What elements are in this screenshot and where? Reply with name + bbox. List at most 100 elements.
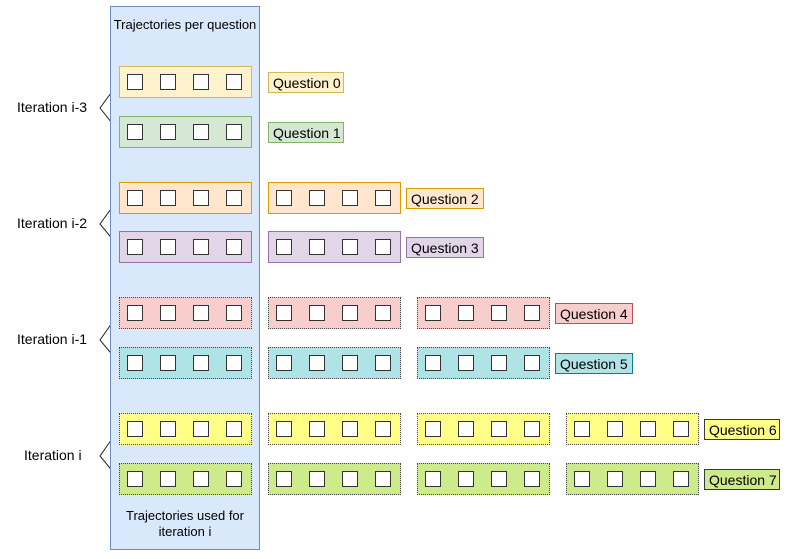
trajectory-group <box>417 413 550 445</box>
trajectory-box <box>276 305 292 321</box>
trajectory-box <box>226 471 242 487</box>
trajectory-box <box>375 355 391 371</box>
trajectory-group <box>119 463 252 495</box>
trajectory-box <box>193 124 209 140</box>
trajectory-box <box>193 190 209 206</box>
trajectory-box <box>193 421 209 437</box>
trajectory-group <box>268 463 401 495</box>
trajectory-box <box>226 239 242 255</box>
trajectory-box <box>127 305 143 321</box>
trajectory-box <box>160 190 176 206</box>
trajectory-group <box>268 182 401 214</box>
trajectory-box <box>193 305 209 321</box>
iteration-label: Iteration i <box>24 447 82 463</box>
trajectory-box <box>127 74 143 90</box>
trajectory-box <box>524 421 540 437</box>
trajectory-box <box>342 190 358 206</box>
trajectory-box <box>309 190 325 206</box>
trajectory-box <box>574 471 590 487</box>
trajectory-box <box>276 190 292 206</box>
trajectory-group <box>119 347 252 379</box>
trajectory-box <box>491 305 507 321</box>
trajectory-box <box>226 355 242 371</box>
panel-footer-line1: Trajectories used for <box>125 508 244 523</box>
trajectory-box <box>127 471 143 487</box>
trajectory-box <box>127 355 143 371</box>
trajectory-box <box>193 471 209 487</box>
trajectory-box <box>342 421 358 437</box>
trajectory-box <box>375 239 391 255</box>
trajectory-box <box>425 305 441 321</box>
trajectory-box <box>342 239 358 255</box>
trajectory-group <box>119 116 252 148</box>
trajectory-group <box>119 297 252 329</box>
trajectory-box <box>524 471 540 487</box>
trajectory-group <box>566 463 699 495</box>
iteration-label: Iteration i-2 <box>17 215 88 231</box>
trajectory-box <box>160 239 176 255</box>
trajectory-box <box>276 355 292 371</box>
question-label: Question 4 <box>555 303 633 324</box>
trajectory-box <box>673 471 689 487</box>
trajectory-box <box>127 124 143 140</box>
trajectory-box <box>160 421 176 437</box>
trajectory-box <box>193 74 209 90</box>
trajectory-box <box>160 305 176 321</box>
iteration-label: Iteration i-1 <box>17 331 88 347</box>
trajectory-box <box>342 471 358 487</box>
trajectory-group <box>268 413 401 445</box>
trajectory-box <box>458 471 474 487</box>
trajectory-box <box>574 421 590 437</box>
trajectory-box <box>226 74 242 90</box>
question-label: Question 5 <box>555 353 633 374</box>
trajectory-box <box>193 355 209 371</box>
trajectory-box <box>309 421 325 437</box>
trajectory-group <box>268 297 401 329</box>
trajectory-box <box>193 239 209 255</box>
trajectory-box <box>458 421 474 437</box>
trajectory-box <box>276 471 292 487</box>
trajectory-group <box>119 182 252 214</box>
trajectory-group <box>268 347 401 379</box>
trajectory-box <box>524 305 540 321</box>
trajectory-box <box>342 355 358 371</box>
trajectory-group <box>417 347 550 379</box>
trajectory-box <box>226 305 242 321</box>
panel-footer-line2: iteration i <box>158 524 212 539</box>
trajectory-box <box>160 74 176 90</box>
question-label: Question 1 <box>268 122 344 143</box>
trajectory-group <box>268 231 401 263</box>
trajectory-group <box>417 297 550 329</box>
trajectory-box <box>425 421 441 437</box>
trajectory-box <box>375 471 391 487</box>
trajectory-box <box>309 305 325 321</box>
trajectory-box <box>673 421 689 437</box>
trajectory-box <box>342 305 358 321</box>
trajectory-box <box>160 355 176 371</box>
trajectory-box <box>375 421 391 437</box>
trajectory-box <box>309 471 325 487</box>
trajectory-box <box>276 239 292 255</box>
question-label: Question 2 <box>406 188 484 209</box>
trajectory-box <box>226 190 242 206</box>
trajectory-box <box>160 471 176 487</box>
question-label: Question 6 <box>704 419 780 440</box>
trajectory-box <box>226 421 242 437</box>
trajectory-box <box>375 190 391 206</box>
trajectory-box <box>276 421 292 437</box>
trajectory-box <box>160 124 176 140</box>
trajectory-box <box>127 421 143 437</box>
trajectory-box <box>524 355 540 371</box>
question-label: Question 3 <box>406 237 484 258</box>
trajectory-box <box>640 471 656 487</box>
trajectory-box <box>458 305 474 321</box>
trajectory-box <box>309 355 325 371</box>
iteration-label: Iteration i-3 <box>17 99 88 115</box>
trajectory-box <box>226 124 242 140</box>
trajectory-box <box>607 471 623 487</box>
question-label: Question 0 <box>268 72 344 93</box>
panel-footer: Trajectories used for iteration i <box>111 508 259 540</box>
trajectory-box <box>640 421 656 437</box>
trajectory-box <box>309 239 325 255</box>
trajectory-box <box>491 471 507 487</box>
